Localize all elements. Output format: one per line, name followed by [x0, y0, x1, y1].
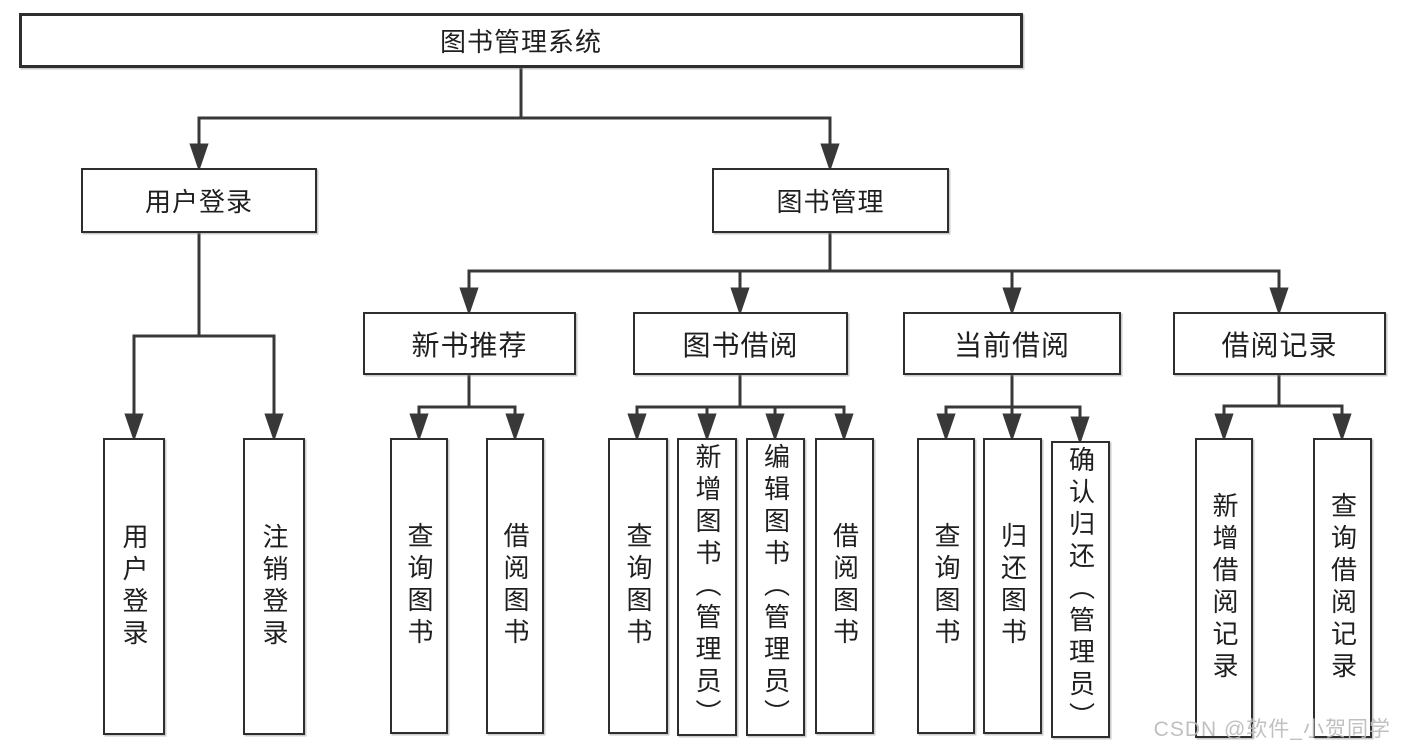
- connector-mgmt-to-level3: [459, 233, 1289, 316]
- node-new-book-recommend: 新书推荐: [363, 312, 576, 375]
- node-system-root: 图书管理系统: [19, 13, 1023, 68]
- connector-borrow-to-children: [627, 375, 854, 442]
- node-book-borrow: 图书借阅: [633, 312, 848, 375]
- connector-records-to-children: [1214, 375, 1352, 442]
- node-query-borrow-record: 查询借阅记录: [1313, 438, 1372, 738]
- node-borrow-query-books: 查询图书: [608, 438, 668, 734]
- node-edit-books-admin: 编辑图书（管理员）: [746, 438, 805, 736]
- connector-login-to-children: [124, 233, 284, 442]
- node-add-borrow-record: 新增借阅记录: [1195, 438, 1253, 738]
- connector-root-to-level2: [189, 66, 840, 172]
- node-user-login-action: 用户登录: [103, 438, 165, 735]
- connector-current-to-children: [936, 375, 1090, 445]
- node-user-login: 用户登录: [81, 168, 317, 233]
- csdn-watermark: CSDN @软件_小贺同学: [1153, 718, 1391, 741]
- node-borrow-records: 借阅记录: [1173, 312, 1386, 375]
- node-add-books-admin: 新增图书（管理员）: [677, 438, 737, 736]
- node-rec-borrow-books: 借阅图书: [486, 438, 544, 734]
- connector-rec-to-children: [409, 375, 525, 442]
- node-logout-action: 注销登录: [243, 438, 305, 735]
- node-rec-query-books: 查询图书: [390, 438, 448, 734]
- node-confirm-return-admin: 确认归还（管理员）: [1051, 441, 1110, 738]
- node-current-borrow: 当前借阅: [903, 312, 1121, 375]
- node-lend-books: 借阅图书: [815, 438, 874, 734]
- node-return-books: 归还图书: [983, 438, 1042, 734]
- node-current-query-books: 查询图书: [917, 438, 975, 734]
- node-book-management: 图书管理: [712, 168, 949, 233]
